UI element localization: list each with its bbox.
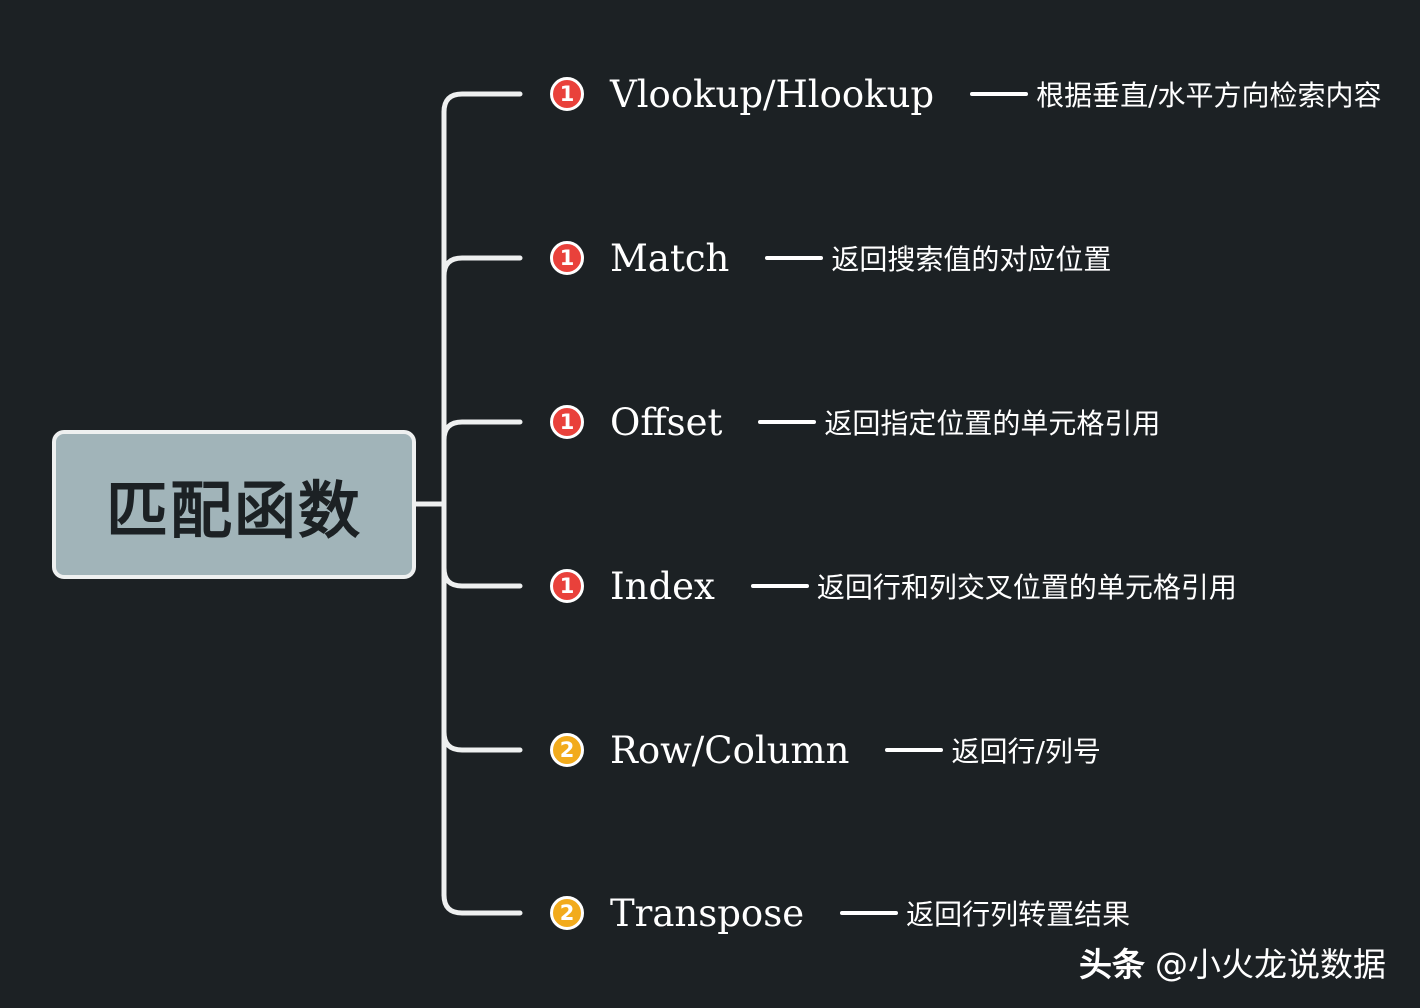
function-name: Offset — [610, 400, 723, 444]
branch-curve-1 — [441, 91, 523, 115]
branch-dash — [970, 92, 1029, 96]
priority-1-icon: 1 — [550, 241, 584, 275]
watermark-handle: @小火龙说数据 — [1155, 945, 1386, 984]
branch-dash — [758, 420, 817, 424]
root-title: 匹配函数 — [105, 473, 362, 547]
branch-curve-5 — [441, 729, 523, 753]
function-description: 返回搜索值的对应位置 — [831, 243, 1112, 276]
root-node[interactable]: 匹配函数 — [52, 430, 416, 579]
function-description: 返回行和列交叉位置的单元格引用 — [816, 571, 1237, 604]
branch-curve-2 — [441, 255, 523, 279]
function-name: Match — [610, 236, 730, 280]
priority-2-icon: 2 — [550, 896, 584, 930]
branch-index[interactable]: 1 Index 返回行和列交叉位置的单元格引用 — [550, 556, 1237, 616]
priority-2-icon: 2 — [550, 733, 584, 767]
function-name: Index — [610, 564, 715, 608]
function-description: 返回指定位置的单元格引用 — [824, 407, 1161, 440]
branch-vlookup[interactable]: 1 Vlookup/Hlookup 根据垂直/水平方向检索内容 — [550, 64, 1382, 124]
branch-dash — [765, 256, 824, 260]
priority-1-icon: 1 — [550, 569, 584, 603]
function-description: 根据垂直/水平方向检索内容 — [1036, 79, 1382, 112]
branch-curve-3 — [441, 419, 523, 443]
branch-curve-6 — [441, 892, 523, 916]
branch-dash — [885, 748, 944, 752]
watermark-brand: 头条 — [1079, 945, 1145, 984]
branch-dash — [840, 911, 899, 915]
watermark: 头条 @小火龙说数据 — [1079, 938, 1386, 986]
function-name: Vlookup/Hlookup — [610, 72, 935, 116]
priority-1-icon: 1 — [550, 405, 584, 439]
function-description: 返回行/列号 — [951, 735, 1101, 768]
priority-1-icon: 1 — [550, 77, 584, 111]
branch-transpose[interactable]: 2 Transpose 返回行列转置结果 — [550, 883, 1130, 943]
branch-offset[interactable]: 1 Offset 返回指定位置的单元格引用 — [550, 392, 1160, 452]
function-name: Row/Column — [610, 728, 850, 772]
branch-curve-4 — [441, 565, 523, 589]
branch-dash — [750, 584, 809, 588]
function-description: 返回行列转置结果 — [906, 898, 1131, 931]
branch-row-column[interactable]: 2 Row/Column 返回行/列号 — [550, 720, 1101, 780]
branch-match[interactable]: 1 Match 返回搜索值的对应位置 — [550, 228, 1111, 288]
function-name: Transpose — [610, 891, 805, 935]
